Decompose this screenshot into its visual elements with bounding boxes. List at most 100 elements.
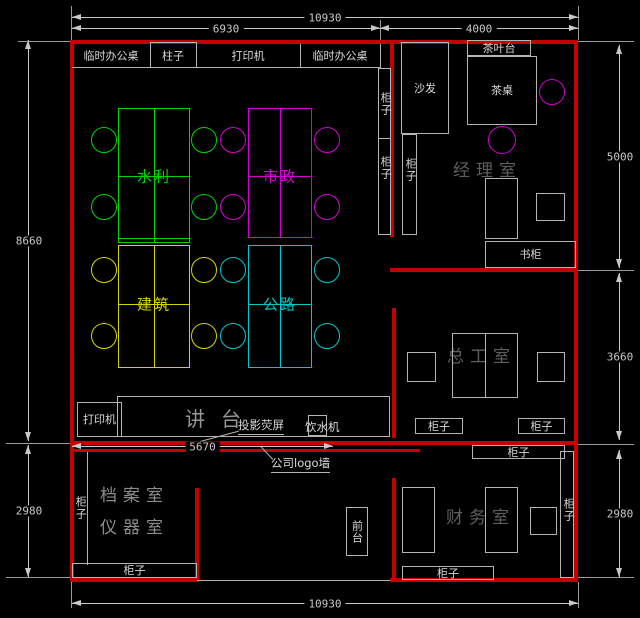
chair-circle [191,257,217,283]
tea-counter-label: 茶叶台 [482,41,516,55]
cabinet-label: 柜子 [74,496,88,520]
archive-room-name-line1: 档案室 [100,486,169,506]
dim-bottom-total-value: 10930 [304,598,346,610]
cabinet-label: 柜子 [562,498,576,522]
wall-finance-left [392,478,396,582]
extension-line [71,6,72,40]
manager-room-name: 经理室 [453,161,522,181]
dim-podium-span: 5670 [72,441,333,453]
extension-line [380,20,381,40]
chair-circle [191,194,217,220]
cabinet-strip-divider [378,138,391,139]
dim-right-upper: 5000 [602,45,638,268]
dim-top-total: 10930 [72,12,578,24]
archive-room-name-line2: 仪器室 [100,518,169,538]
wall-archive-right [195,488,199,582]
chief-chair-left [407,352,436,382]
wall-south-lower [70,449,420,452]
archive-cabinet-bottom: 柜子 [72,563,197,578]
printer-top-label: 打印机 [231,49,265,63]
finance-desk-left [402,487,435,553]
table-highway: 公路 [248,245,312,368]
bookcase-box: 书柜 [485,241,576,268]
chair-circle [91,194,117,220]
top-row-divider [300,44,301,68]
table-divider [119,304,189,305]
table-divider [249,176,311,177]
cabinet-strip-manager [402,134,417,235]
manager-chair [536,193,565,221]
chair-circle [220,127,246,153]
dim-top-right-span-value: 4000 [461,23,497,35]
front-desk-label: 前台 [350,519,364,544]
table-water: 水利 [118,108,190,243]
cabinet-label: 柜子 [437,566,459,580]
entrance-threshold-line [197,580,390,581]
chair-circle [191,127,217,153]
table-divider [249,304,311,305]
projection-screen-label: 投影荧屏 [238,418,284,435]
chair-circle [220,194,246,220]
wall-right [574,40,578,582]
column-box [150,42,197,68]
water-dispenser-label: 饮水机 [305,420,340,434]
extension-line [578,270,634,271]
logo-wall-label: 公司logo墙 [271,456,331,473]
dim-left-height-value: 8660 [11,235,47,246]
wall-meeting-right [390,40,394,237]
table-label-highway: 公路 [262,295,298,314]
finance-chair [530,507,557,535]
table-divider [119,238,189,239]
dim-bottom-total: 10930 [72,598,578,610]
chief-room-name: 总工室 [447,347,516,367]
cabinet-label: 柜子 [530,419,553,433]
chair-circle [91,323,117,349]
finance-cabinet-bottom: 柜子 [402,566,494,580]
chair-circle [220,257,246,283]
table-label-architecture: 建筑 [136,295,172,314]
wall-bottom-left [70,578,197,582]
podium-label: 讲台 [185,407,257,431]
dim-top-right-span: 4000 [380,23,578,35]
extension-line [6,577,70,578]
wall-left [70,40,74,582]
column-label: 柱子 [162,49,184,63]
cabinet-label: 柜子 [428,419,450,433]
extension-line [578,582,579,608]
chair-circle [488,126,516,154]
table-municipal: 市政 [248,108,312,238]
cabinet-label: 柜子 [507,445,530,459]
sofa-box: 沙发 [401,42,449,134]
dim-right-middle: 3660 [602,273,638,440]
dim-podium-span-value: 5670 [185,441,220,453]
finance-room-name: 财务室 [446,508,515,528]
extension-line [578,6,579,40]
chair-circle [314,323,340,349]
tea-table-label: 茶桌 [491,84,513,97]
chair-circle [91,127,117,153]
top-row-bottom-line [72,67,380,68]
tea-counter-box: 茶叶台 [467,40,531,56]
dim-left-lower: 2980 [11,445,47,577]
chair-circle [314,257,340,283]
top-row-divider-end [380,44,381,68]
wall-manager-bottom [390,268,578,272]
extension-line [578,577,634,578]
cabinet-label: 柜子 [379,156,393,180]
extension-line [6,443,70,444]
dim-top-left-span: 6930 [72,23,380,35]
finance-desk-center [485,487,518,553]
table-divider [154,109,155,242]
water-dispenser-box [308,415,327,436]
corridor-cabinet: 柜子 [472,445,565,459]
table-divider [280,109,281,237]
chair-circle [314,194,340,220]
chair-circle [539,79,565,105]
chair-circle [91,257,117,283]
cabinet-strip-meeting [378,68,391,235]
dim-right-upper-value: 5000 [602,151,638,162]
dim-left-lower-value: 2980 [11,505,47,517]
chief-cabinet-right: 柜子 [518,418,565,434]
extension-line [578,41,634,42]
